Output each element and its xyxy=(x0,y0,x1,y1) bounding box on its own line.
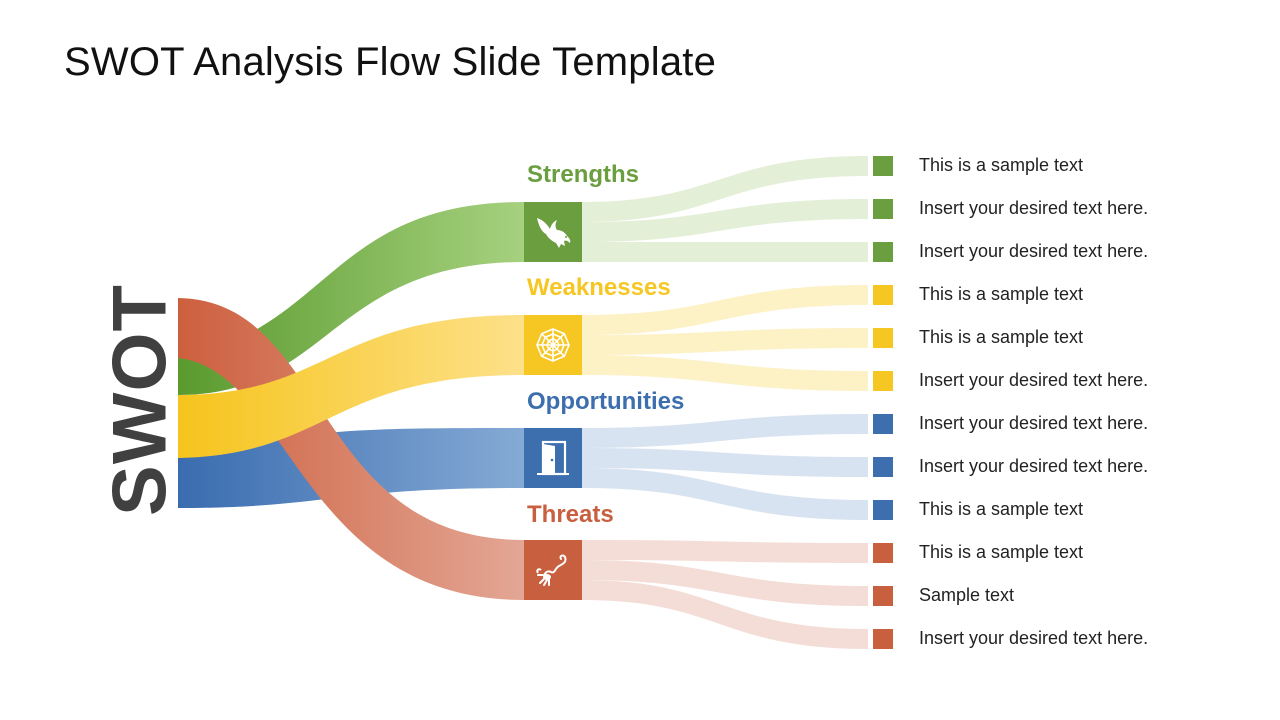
strengths-bullet xyxy=(873,199,893,219)
weaknesses-item-text: Insert your desired text here. xyxy=(919,370,1149,390)
opportunities-bullet xyxy=(873,457,893,477)
threats-bullet xyxy=(873,629,893,649)
opportunities-item-text: Insert your desired text here. xyxy=(919,413,1149,433)
main-flows xyxy=(178,202,524,600)
threats-branch xyxy=(582,540,868,563)
open-door-icon xyxy=(537,440,569,476)
fan-branches xyxy=(582,156,868,649)
opportunities-bullet xyxy=(873,500,893,520)
weaknesses-bullet xyxy=(873,285,893,305)
opportunities-icon-box xyxy=(524,428,582,488)
opportunities-branch xyxy=(582,468,868,520)
opportunities-label: Opportunities xyxy=(527,388,685,415)
weaknesses-flow xyxy=(178,315,524,458)
eagle-icon xyxy=(537,218,571,248)
threats-bullet xyxy=(873,586,893,606)
scorpion-icon xyxy=(536,554,567,586)
threats-bullet xyxy=(873,543,893,563)
opportunities-branch xyxy=(582,414,868,448)
opportunities-item-text: This is a sample text xyxy=(919,499,1084,519)
weaknesses-label: Weaknesses xyxy=(527,274,671,301)
slide-title: SWOT Analysis Flow Slide Template xyxy=(64,40,717,84)
threats-branch xyxy=(582,580,868,649)
strengths-item-text: This is a sample text xyxy=(919,155,1084,175)
strengths-item-text: Insert your desired text here. xyxy=(919,198,1149,218)
opportunities-branch xyxy=(582,448,868,477)
threats-item-text: Insert your desired text here. xyxy=(919,628,1149,648)
weaknesses-branch xyxy=(582,328,868,355)
threats-branch xyxy=(582,560,868,606)
strengths-branch xyxy=(582,199,868,242)
threats-item-text: Sample text xyxy=(919,585,1015,605)
spider-web-icon xyxy=(536,328,570,362)
threats-item-text: This is a sample text xyxy=(919,542,1084,562)
strengths-bullet xyxy=(873,156,893,176)
opportunities-item-text: Insert your desired text here. xyxy=(919,456,1149,476)
weaknesses-icon-box xyxy=(524,315,582,375)
weaknesses-item-text: This is a sample text xyxy=(919,327,1084,347)
weaknesses-branch xyxy=(582,285,868,335)
strengths-branch xyxy=(582,156,868,222)
threats-icon-box xyxy=(524,540,582,600)
strengths-item-text: Insert your desired text here. xyxy=(919,241,1149,261)
weaknesses-item-text: This is a sample text xyxy=(919,284,1084,304)
threats-flow xyxy=(178,298,524,600)
weaknesses-branch xyxy=(582,355,868,391)
strengths-label: Strengths xyxy=(527,161,640,188)
threats-label: Threats xyxy=(527,501,614,528)
strengths-icon-box xyxy=(524,202,582,262)
strengths-branch xyxy=(582,242,868,262)
strengths-bullet xyxy=(873,242,893,262)
weaknesses-bullet xyxy=(873,328,893,348)
swot-acronym: SWOT xyxy=(97,284,183,516)
weaknesses-bullet xyxy=(873,371,893,391)
opportunities-bullet xyxy=(873,414,893,434)
